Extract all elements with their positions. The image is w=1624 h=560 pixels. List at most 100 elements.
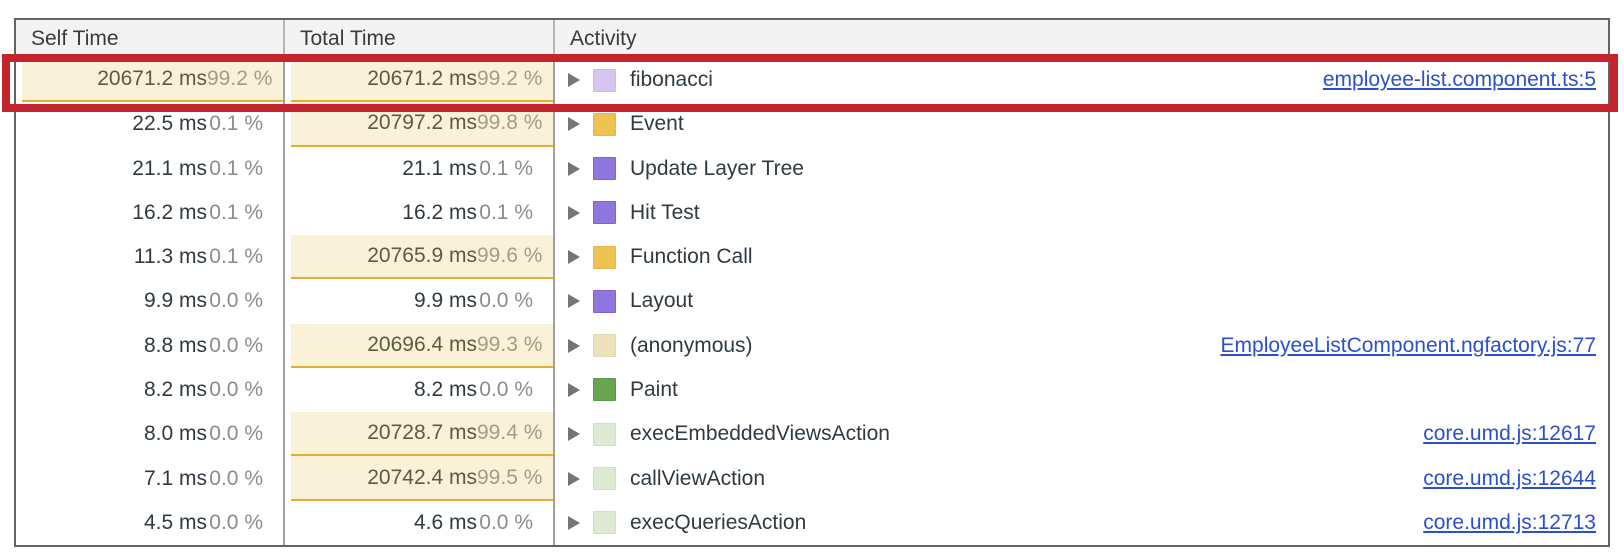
self-time-cell: 4.5 ms 0.0 %	[16, 500, 285, 545]
total-time-cell: 9.9 ms 0.0 %	[285, 279, 555, 324]
total-time-cell: 21.1 ms 0.1 %	[285, 146, 555, 191]
self-time-percent: 0.0 %	[209, 333, 263, 357]
source-link[interactable]: core.umd.js:12644	[1423, 466, 1596, 490]
total-time-percent: 0.1 %	[479, 156, 533, 180]
activity-cell: (anonymous) EmployeeListComponent.ngfact…	[555, 324, 1608, 368]
column-header-activity[interactable]: Activity	[570, 27, 637, 50]
total-time-value: 20671.2 ms	[367, 67, 477, 91]
self-time-percent: 0.1 %	[209, 112, 263, 136]
expand-arrow-icon[interactable]	[568, 427, 580, 442]
self-time-percent: 0.1 %	[209, 245, 263, 269]
total-time-cell: 8.2 ms 0.0 %	[285, 367, 555, 413]
self-time-cell: 21.1 ms 0.1 %	[16, 146, 285, 191]
total-time-cell: 16.2 ms 0.1 %	[285, 190, 555, 236]
total-time-value: 20797.2 ms	[367, 111, 477, 135]
table-header-row: Self Time Total Time Activity	[16, 20, 1608, 58]
total-time-percent: 99.4 %	[477, 421, 543, 445]
expand-arrow-icon[interactable]	[568, 382, 580, 397]
self-time-value: 4.5 ms	[143, 510, 207, 534]
table-row[interactable]: 9.9 ms 0.0 % 9.9 ms 0.0 % Layout	[16, 279, 1608, 324]
expand-arrow-icon[interactable]	[568, 161, 580, 176]
self-time-value: 22.5 ms	[132, 112, 207, 136]
activity-label: Hit Test	[630, 200, 700, 224]
activity-cell: Update Layer Tree	[555, 147, 1608, 191]
activity-label: Event	[630, 112, 684, 136]
self-time-percent: 99.2 %	[207, 67, 273, 91]
self-time-value: 11.3 ms	[133, 245, 207, 269]
table-row[interactable]: 11.3 ms 0.1 % 20765.9 ms 99.6 % Function…	[16, 235, 1608, 280]
total-time-cell: 20765.9 ms 99.6 %	[285, 235, 555, 280]
total-time-value: 21.1 ms	[402, 156, 477, 180]
total-time-cell: 20728.7 ms 99.4 %	[285, 412, 555, 457]
self-time-percent: 0.1 %	[209, 156, 263, 180]
self-time-value: 21.1 ms	[132, 156, 207, 180]
expand-arrow-icon[interactable]	[568, 73, 580, 88]
self-time-value: 7.1 ms	[143, 466, 207, 490]
total-time-percent: 0.0 %	[479, 510, 533, 534]
total-time-percent: 99.3 %	[477, 332, 543, 356]
column-header-total-time[interactable]: Total Time	[285, 20, 555, 58]
activity-label: Paint	[630, 377, 678, 401]
expand-arrow-icon[interactable]	[568, 117, 580, 132]
total-time-cell: 20671.2 ms 99.2 %	[285, 58, 555, 103]
total-time-value: 20765.9 ms	[367, 244, 477, 268]
expand-arrow-icon[interactable]	[568, 338, 580, 353]
total-time-value: 20728.7 ms	[367, 421, 477, 445]
expand-arrow-icon[interactable]	[568, 250, 580, 265]
total-time-percent: 99.6 %	[477, 244, 543, 268]
total-time-percent: 0.1 %	[479, 200, 533, 224]
table-row[interactable]: 4.5 ms 0.0 % 4.6 ms 0.0 % execQueriesAct…	[16, 500, 1608, 545]
total-time-value: 9.9 ms	[413, 289, 477, 313]
expand-arrow-icon[interactable]	[568, 515, 580, 530]
self-time-percent: 0.0 %	[209, 422, 263, 446]
self-time-cell: 16.2 ms 0.1 %	[16, 190, 285, 236]
self-time-value: 8.2 ms	[143, 377, 207, 401]
table-row[interactable]: 8.2 ms 0.0 % 8.2 ms 0.0 % Paint	[16, 367, 1608, 413]
total-time-value: 16.2 ms	[402, 200, 477, 224]
source-link[interactable]: EmployeeListComponent.ngfactory.js:77	[1220, 333, 1596, 357]
activity-cell: execQueriesAction core.umd.js:12713	[555, 501, 1608, 545]
table-row[interactable]: 8.0 ms 0.0 % 20728.7 ms 99.4 % execEmbed…	[16, 412, 1608, 457]
category-swatch-icon	[593, 467, 616, 491]
call-tree-table: Self Time Total Time Activity 20671.2 ms…	[14, 18, 1610, 547]
source-link[interactable]: employee-list.component.ts:5	[1322, 68, 1596, 92]
self-time-cell: 8.8 ms 0.0 %	[16, 323, 285, 368]
activity-label: execQueriesAction	[630, 510, 807, 534]
table-row[interactable]: 21.1 ms 0.1 % 21.1 ms 0.1 % Update Layer…	[16, 146, 1608, 191]
category-swatch-icon	[593, 245, 616, 269]
self-time-cell: 11.3 ms 0.1 %	[16, 235, 285, 280]
expand-arrow-icon[interactable]	[568, 205, 580, 220]
self-time-percent: 0.0 %	[209, 289, 263, 313]
activity-cell: fibonacci employee-list.component.ts:5	[555, 58, 1608, 102]
table-row[interactable]: 16.2 ms 0.1 % 16.2 ms 0.1 % Hit Test	[16, 190, 1608, 236]
self-time-value: 9.9 ms	[143, 289, 207, 313]
total-time-percent: 99.5 %	[477, 465, 543, 489]
source-link[interactable]: core.umd.js:12713	[1423, 510, 1596, 534]
expand-arrow-icon[interactable]	[568, 471, 580, 486]
activity-cell: Hit Test	[555, 191, 1608, 235]
self-time-cell: 7.1 ms 0.0 %	[16, 456, 285, 501]
activity-cell: callViewAction core.umd.js:12644	[555, 456, 1608, 500]
source-link[interactable]: core.umd.js:12617	[1423, 422, 1596, 446]
expand-arrow-icon[interactable]	[568, 294, 580, 309]
self-time-value: 20671.2 ms	[97, 67, 207, 91]
total-time-percent: 0.0 %	[479, 377, 533, 401]
total-time-percent: 99.2 %	[477, 67, 543, 91]
total-time-percent: 99.8 %	[477, 111, 543, 135]
activity-label: Update Layer Tree	[630, 156, 804, 180]
total-time-cell: 4.6 ms 0.0 %	[285, 500, 555, 545]
category-swatch-icon	[593, 289, 616, 313]
self-time-cell: 8.0 ms 0.0 %	[16, 412, 285, 457]
column-header-self-time[interactable]: Self Time	[16, 20, 285, 58]
total-time-value: 20742.4 ms	[367, 465, 477, 489]
category-swatch-icon	[593, 334, 616, 358]
activity-label: callViewAction	[630, 466, 766, 490]
table-row[interactable]: 22.5 ms 0.1 % 20797.2 ms 99.8 % Event	[16, 102, 1608, 147]
category-swatch-icon	[593, 112, 616, 136]
table-row[interactable]: 7.1 ms 0.0 % 20742.4 ms 99.5 % callViewA…	[16, 456, 1608, 501]
total-time-cell: 20742.4 ms 99.5 %	[285, 456, 555, 501]
category-swatch-icon	[593, 157, 616, 181]
table-row[interactable]: 8.8 ms 0.0 % 20696.4 ms 99.3 % (anonymou…	[16, 323, 1608, 368]
category-swatch-icon	[593, 378, 616, 402]
table-row[interactable]: 20671.2 ms 99.2 % 20671.2 ms 99.2 % fibo…	[16, 58, 1608, 103]
